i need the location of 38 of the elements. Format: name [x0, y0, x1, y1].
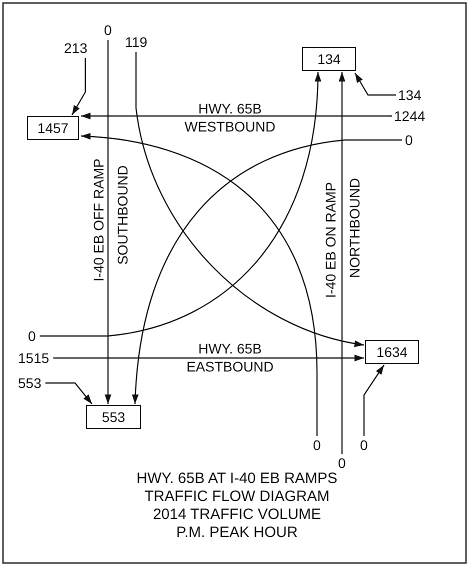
- volume-number: 0: [104, 22, 112, 38]
- traffic-flow-arrow: [45, 382, 92, 404]
- volume-number: 134: [398, 87, 422, 103]
- traffic-flow-arrow: [53, 354, 364, 362]
- ramp-label: I-40 EB ON RAMP: [324, 182, 338, 298]
- volume-number: 0: [28, 328, 36, 344]
- volume-number: 213: [64, 40, 88, 56]
- volume-number: 0: [313, 437, 321, 453]
- volume-number: 0: [338, 455, 346, 471]
- volume-number: 0: [360, 437, 368, 453]
- direction-label: SOUTHBOUND: [116, 165, 130, 265]
- volume-number: 119: [125, 34, 148, 50]
- traffic-flow-arrow: [135, 52, 364, 346]
- traffic-flow-arrow: [81, 112, 392, 120]
- volume-total-box: 134: [302, 47, 356, 71]
- direction-label: NORTHBOUND: [348, 178, 362, 278]
- traffic-flow-arrow: [338, 72, 346, 454]
- traffic-flow-arrow: [40, 72, 321, 337]
- direction-label: WESTBOUND: [184, 120, 276, 134]
- volume-total-box: 1457: [27, 116, 79, 140]
- traffic-flow-arrow: [363, 364, 384, 436]
- traffic-flow-arrow: [80, 133, 318, 436]
- volume-number: 1515: [18, 350, 50, 366]
- diagram-caption: 2014 TRAFFIC VOLUME P.M. PEAK HOUR: [152, 506, 322, 542]
- road-label: HWY. 65B: [198, 102, 262, 116]
- volume-number: 1244: [394, 108, 426, 124]
- traffic-flow-arrow: [104, 40, 112, 404]
- traffic-flow-arrow: [354, 72, 396, 96]
- traffic-flow-arrow: [71, 58, 86, 116]
- volume-total-box: 553: [86, 405, 141, 429]
- ramp-label: I-40 EB OFF RAMP: [92, 158, 106, 282]
- traffic-flow-arrow: [132, 139, 402, 404]
- volume-number: 0: [405, 132, 413, 148]
- direction-label: EASTBOUND: [186, 360, 274, 374]
- volume-number: 553: [18, 375, 42, 391]
- volume-total-box: 1634: [365, 340, 419, 364]
- diagram-title: HWY. 65B AT I-40 EB RAMPS TRAFFIC FLOW DIAGRAM: [136, 470, 338, 506]
- road-label: HWY. 65B: [198, 342, 262, 356]
